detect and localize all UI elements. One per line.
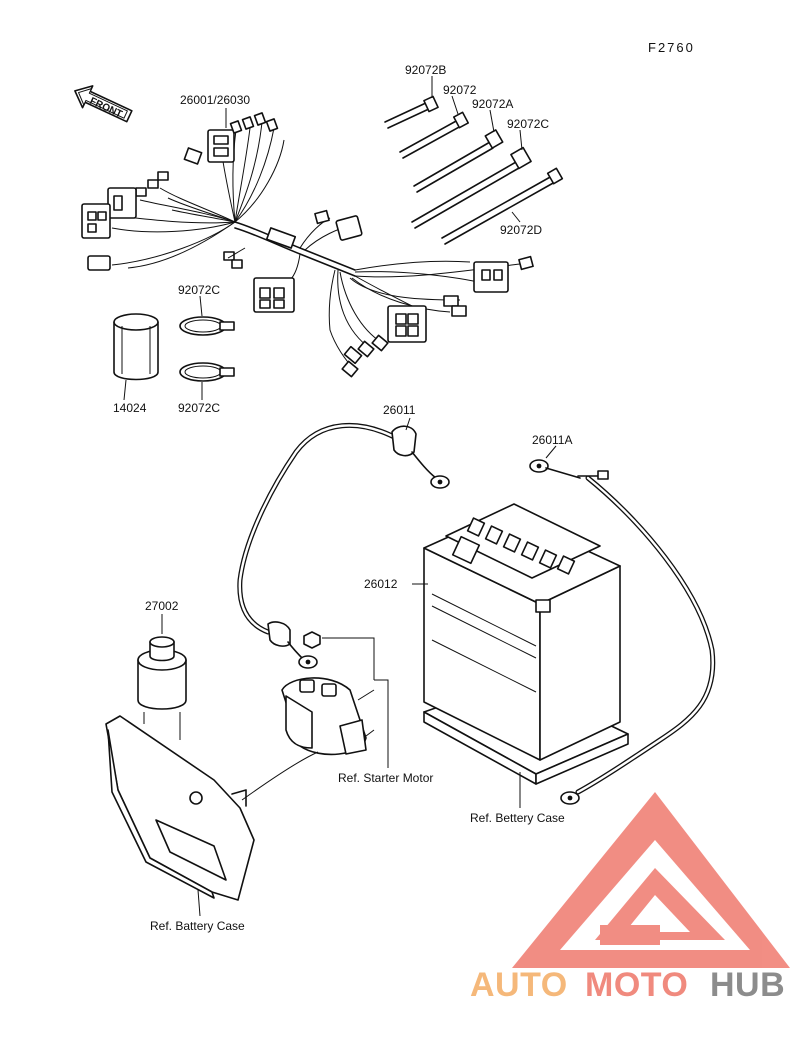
label-clamp-top: 92072C bbox=[178, 283, 220, 297]
label-battery: 26012 bbox=[364, 577, 398, 591]
watermark-text-hub: HUB bbox=[710, 966, 785, 1004]
watermark-text-moto: MOTO bbox=[585, 966, 688, 1004]
clamp-top bbox=[179, 295, 235, 336]
label-starter-motor: Ref. Starter Motor bbox=[338, 771, 433, 785]
label-tie-a: 92072A bbox=[472, 97, 513, 111]
label-battery-case-left: Ref. Battery Case bbox=[150, 919, 245, 933]
label-tie: 92072 bbox=[443, 83, 477, 97]
starter-solenoid bbox=[241, 631, 389, 801]
watermark-text-auto: AUTO bbox=[470, 966, 568, 1004]
label-clamp-bottom: 92072C bbox=[178, 401, 220, 415]
wiring-harness bbox=[81, 108, 534, 378]
label-battery-case-right: Ref. Bettery Case bbox=[470, 811, 565, 825]
label-tie-c: 92072C bbox=[507, 117, 549, 131]
starter-relay bbox=[137, 614, 187, 710]
front-arrow-icon: FRONT bbox=[74, 85, 133, 123]
ground-cable bbox=[529, 445, 716, 805]
label-starter-cable: 26011 bbox=[383, 403, 416, 417]
battery bbox=[412, 503, 629, 785]
label-harness: 26001/26030 bbox=[180, 93, 250, 107]
figure-code: F2760 bbox=[648, 40, 695, 55]
label-tie-d: 92072D bbox=[500, 223, 542, 237]
label-tie-b: 92072B bbox=[405, 63, 446, 77]
label-relay: 27002 bbox=[145, 599, 179, 613]
battery-case-plate bbox=[105, 712, 255, 917]
watermark-triangle-icon bbox=[512, 792, 790, 968]
label-sleeve: 14024 bbox=[113, 401, 147, 415]
watermark-logo: AUTO MOTO HUB bbox=[470, 792, 790, 1004]
starter-cable bbox=[237, 417, 450, 669]
label-ground-cable: 26011A bbox=[532, 433, 572, 447]
clamp-bottom bbox=[179, 362, 235, 400]
protective-sleeve bbox=[113, 313, 159, 401]
cable-ties bbox=[384, 76, 564, 245]
